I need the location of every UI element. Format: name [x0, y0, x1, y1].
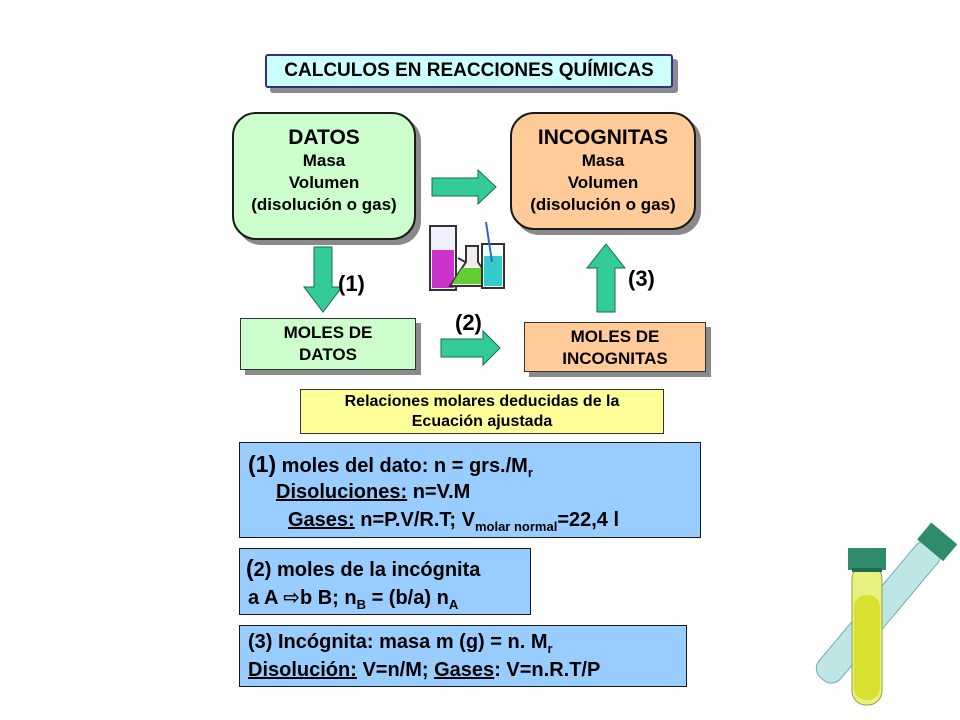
moles-datos-line-2: DATOS: [299, 345, 357, 364]
info1-line-3: Gases: n=P.V/R.T; Vmolar normal=22,4 l: [288, 509, 620, 534]
arrow-right-outline-icon: ⇨: [283, 587, 300, 609]
datos-line-disolucion: (disolución o gas): [251, 195, 397, 214]
moles-datos-box: MOLES DE DATOS: [240, 318, 416, 370]
incognitas-heading: INCOGNITAS: [537, 126, 669, 149]
step-label-2: (2): [455, 310, 482, 335]
info2-line-1: (2) moles de la incógnita: [246, 555, 481, 581]
datos-box: DATOS Masa Volumen (disolución o gas): [232, 112, 416, 240]
moles-incognitas-box: MOLES DE INCOGNITAS: [524, 322, 706, 372]
step-label-3: (3): [628, 266, 655, 291]
info-box-step-1: (1) moles del dato: n = grs./Mr Disoluci…: [239, 442, 701, 538]
info1-line-1: (1) moles del dato: n = grs./Mr: [248, 451, 533, 480]
incognitas-line-masa: Masa: [581, 151, 625, 170]
incognitas-box: INCOGNITAS Masa Volumen (disolución o ga…: [510, 112, 696, 230]
moles-datos-line-1: MOLES DE: [283, 323, 373, 342]
info3-line-1: (3) Incógnita: masa m (g) = n. Mr: [248, 631, 553, 656]
info3-line-2: Disolución: V=n/M; Gases: V=n.R.T/P: [248, 659, 601, 681]
relaciones-line-1: Relaciones molares deducidas de la: [344, 393, 620, 410]
info-box-step-3: (3) Incógnita: masa m (g) = n. Mr Disolu…: [239, 625, 687, 687]
incognitas-line-volumen: Volumen: [567, 173, 639, 192]
test-tubes-icon: [815, 522, 958, 706]
info1-line-2: Disoluciones: n=V.M: [276, 481, 471, 503]
relaciones-line-2: Ecuación ajustada: [411, 413, 553, 430]
arrow-right-top: [431, 168, 497, 206]
info2-line-2: a A ⇨b B; nB = (b/a) nA: [248, 587, 459, 612]
incognitas-line-disolucion: (disolución o gas): [530, 195, 676, 214]
arrow-up-3: [585, 243, 627, 313]
moles-incognitas-line-1: MOLES DE: [570, 327, 660, 346]
datos-line-masa: Masa: [302, 151, 346, 170]
datos-heading: DATOS: [288, 126, 360, 149]
step-label-1: (1): [338, 271, 365, 296]
arrow-right-2: [440, 329, 501, 367]
relaciones-molares-box: Relaciones molares deducidas de la Ecuac…: [300, 389, 664, 434]
moles-incognitas-line-2: INCOGNITAS: [562, 349, 668, 368]
page-title: CALCULOS EN REACCIONES QUÍMICAS: [265, 54, 673, 88]
datos-line-volumen: Volumen: [288, 173, 360, 192]
info-box-step-2: (2) moles de la incógnita a A ⇨b B; nB =…: [239, 548, 531, 615]
arrow-down-1: [302, 246, 344, 313]
lab-glassware-icon: [429, 221, 505, 291]
